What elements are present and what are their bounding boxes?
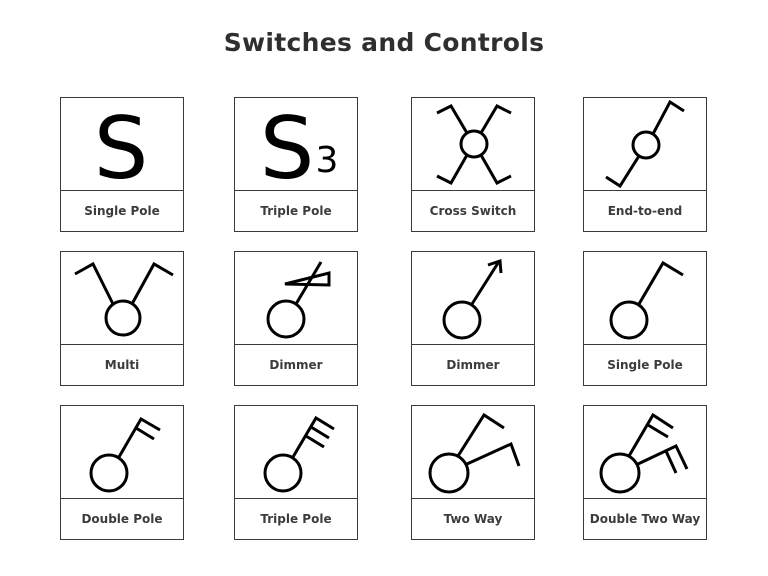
dimmer-arrow-icon [412,252,534,345]
card-end-to-end: End-to-end [583,97,707,232]
triple-pole-switch-icon [235,406,357,499]
card-single-pole-symbol: Single Pole [583,251,707,386]
card-label: Double Two Way [589,512,701,526]
s3-letter-icon: S 3 [235,98,357,191]
card-label: Triple Pole [260,204,332,218]
card-triple-pole-s3: S 3 Triple Pole [234,97,358,232]
card-dimmer-triangle: Dimmer [234,251,358,386]
card-triple-pole-symbol: Triple Pole [234,405,358,540]
card-dimmer-arrow: Dimmer [411,251,535,386]
card-double-two-way: Double Two Way [583,405,707,540]
end-to-end-switch-icon [584,98,706,191]
card-label: End-to-end [607,204,683,218]
svg-text:S: S [260,99,315,189]
page-title: Switches and Controls [223,28,545,57]
cross-switch-icon [412,98,534,191]
double-two-way-switch-icon [584,406,706,499]
s-letter-icon: S [61,98,183,191]
single-pole-switch-icon [584,252,706,345]
svg-text:3: 3 [316,140,339,181]
double-pole-switch-icon [61,406,183,499]
card-label: Double Pole [81,512,163,526]
card-double-pole: Double Pole [60,405,184,540]
svg-text:S: S [94,99,149,189]
card-label: Dimmer [446,358,500,372]
card-label: Cross Switch [429,204,517,218]
card-cross-switch: Cross Switch [411,97,535,232]
card-label: Triple Pole [260,512,332,526]
card-label: Single Pole [607,358,683,372]
card-label: Dimmer [269,358,323,372]
card-multi: Multi [60,251,184,386]
card-single-pole: S Single Pole [60,97,184,232]
card-label: Multi [104,358,140,372]
two-way-switch-icon [412,406,534,499]
card-label: Two Way [443,512,503,526]
dimmer-triangle-icon [235,252,357,345]
multi-switch-icon [61,252,183,345]
card-label: Single Pole [84,204,160,218]
card-two-way: Two Way [411,405,535,540]
